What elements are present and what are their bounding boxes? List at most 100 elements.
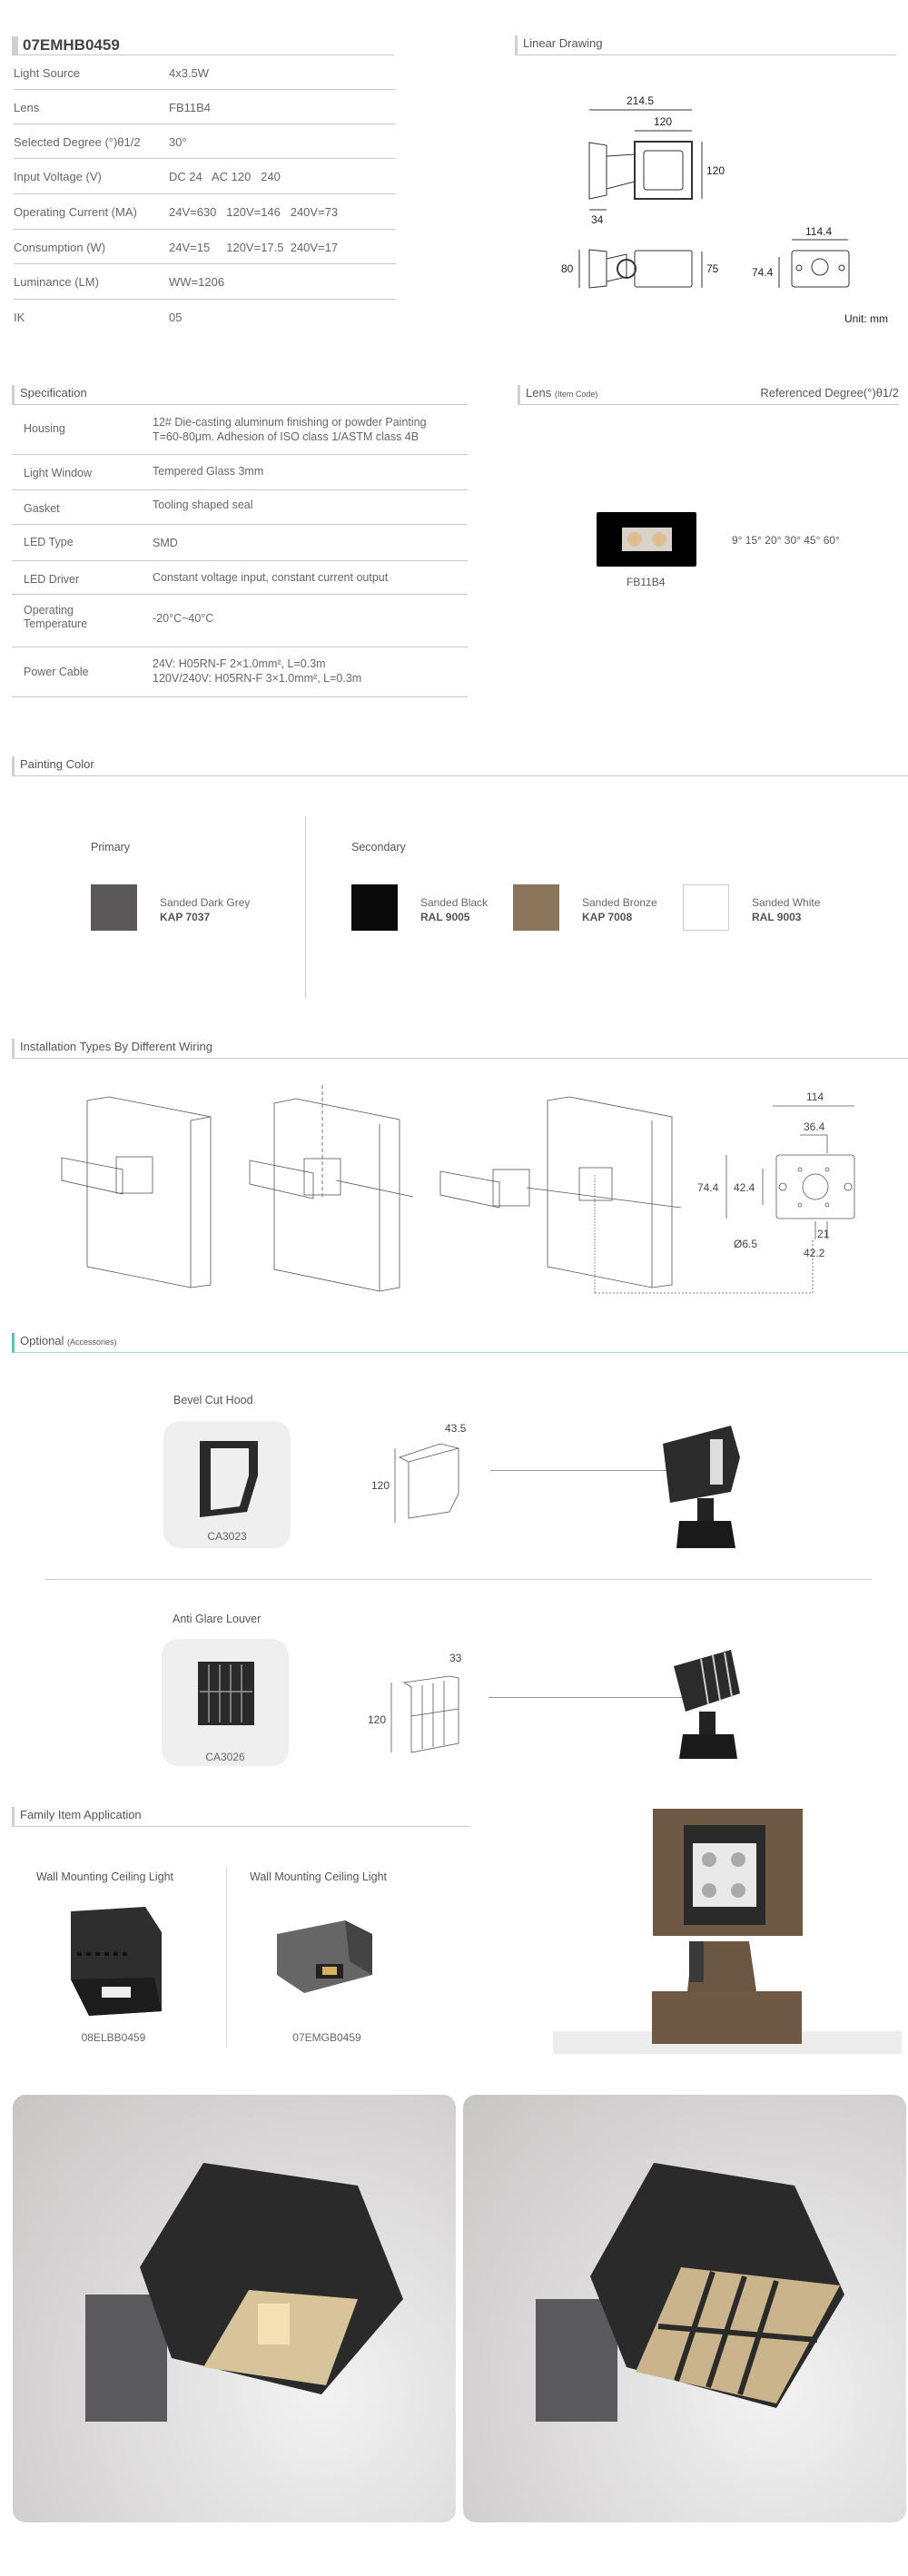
- accessory-card-anti-glare-louver[interactable]: CA3026: [162, 1639, 289, 1766]
- painting-color-header: Painting Color: [12, 756, 908, 776]
- dim-base-height: 80: [561, 262, 574, 275]
- family-item-image-08ELBB0459[interactable]: [64, 1907, 163, 2018]
- row-value: FB11B4: [169, 101, 212, 114]
- dim-hole: Ø6.5: [734, 1238, 757, 1250]
- row-label: Selected Degree (°)θ1/2: [14, 135, 141, 149]
- row-label: LED Driver: [24, 573, 80, 586]
- row-label: LED Type: [24, 536, 74, 548]
- product-title-bar: [12, 36, 18, 54]
- accessory-pointer-line: [490, 1470, 704, 1471]
- dim-height: 120: [368, 1713, 386, 1726]
- accessory-card-bevel-cut-hood[interactable]: CA3023: [163, 1421, 291, 1548]
- dim-depth: 33: [449, 1652, 462, 1664]
- row-value: T=60-80μm. Adhesion of ISO class 1/ASTM …: [153, 430, 419, 443]
- lens-header: Lens (Item Code)Referenced Degree(°)θ1/2: [518, 385, 899, 405]
- section-subtitle: (Accessories): [67, 1337, 117, 1347]
- bevel-hood-icon: [200, 1441, 258, 1517]
- row-label: IK: [14, 311, 25, 324]
- accessory-code: CA3023: [207, 1530, 247, 1543]
- family-item-name: Wall Mounting Ceiling Light: [36, 1870, 174, 1883]
- table-row: Housing 12# Die-casting aluminum finishin…: [12, 404, 468, 455]
- section-title: Family Item Application: [20, 1808, 142, 1821]
- row-value: 24V=15 120V=17.5 240V=17: [169, 241, 339, 254]
- louver-icon: [198, 1662, 254, 1725]
- row-value: 24V: H05RN-F 2×1.0mm², L=0.3m: [153, 657, 326, 670]
- louver-dimension-drawing: 33 120: [368, 1652, 462, 1753]
- color-name: Sanded Black: [420, 896, 489, 909]
- dim-body-height: 75: [706, 262, 719, 275]
- dim-depth: 43.5: [445, 1422, 467, 1435]
- dim-total-width: 214.5: [627, 94, 654, 107]
- row-value: -20°C~40°C: [153, 612, 214, 625]
- section-subtitle: (Item Code): [554, 390, 598, 399]
- installation-diagram: 114 36.4 74.4 42.4 Ø6.5 21 42.2: [61, 1085, 855, 1294]
- dim-a: 36.4: [804, 1120, 825, 1133]
- row-label: Light Window: [24, 467, 93, 479]
- color-name: Sanded White: [752, 896, 821, 909]
- accessory-name: Bevel Cut Hood: [173, 1394, 253, 1406]
- product-with-louver: [674, 1650, 740, 1759]
- dim-b: 42.4: [734, 1181, 755, 1194]
- row-value: Tempered Glass 3mm: [153, 465, 264, 478]
- row-value: 24V=630 120V=146 240V=73: [169, 205, 339, 219]
- swatch-white[interactable]: [683, 884, 729, 931]
- secondary-label: Secondary: [351, 841, 406, 854]
- dim-plate-width: 114.4: [805, 225, 832, 238]
- family-item-image-07EMGB0459[interactable]: [272, 1920, 372, 1998]
- accessory-name: Anti Glare Louver: [173, 1613, 262, 1625]
- section-title: Optional: [20, 1334, 64, 1347]
- color-name: Sanded Bronze: [582, 896, 657, 909]
- installation-header: Installation Types By Different Wiring: [12, 1039, 908, 1059]
- family-item-code: 07EMGB0459: [292, 2031, 361, 2044]
- row-value: 120V/240V: H05RN-F 3×1.0mm², L=0.3m: [153, 672, 362, 685]
- title-divider: [12, 54, 394, 55]
- row-label: Lens: [14, 101, 40, 114]
- accessory-code: CA3026: [205, 1751, 245, 1763]
- wall-mount-through: [249, 1085, 414, 1292]
- row-label: Power Cable: [24, 666, 89, 678]
- row-label: Operating Current (MA): [14, 205, 137, 219]
- lens-optic: [622, 528, 672, 551]
- product-image-bronze: [652, 1809, 803, 2044]
- row-label: Housing: [24, 422, 65, 435]
- row-value: 30°: [169, 135, 187, 149]
- accessory-divider: [45, 1579, 872, 1580]
- dim-c: 21: [817, 1228, 830, 1240]
- referenced-degree-header: Referenced Degree(°)θ1/2: [760, 386, 899, 400]
- lens-degrees: 9° 15° 20° 30° 45° 60°: [732, 534, 840, 547]
- swatch-dark-grey[interactable]: [91, 884, 137, 931]
- dim-head-height: 120: [706, 164, 725, 177]
- color-code: RAL 9003: [752, 911, 802, 923]
- row-label: Temperature: [24, 617, 88, 630]
- lifestyle-photo-open: [13, 2095, 456, 2522]
- table-row: Light Window Tempered Glass 3mm: [12, 455, 468, 490]
- row-label: Consumption (W): [14, 241, 106, 254]
- color-code: KAP 7008: [582, 911, 633, 923]
- table-row: Input Voltage (V) DC 24 AC 120 240: [14, 159, 396, 194]
- dim-d: 42.2: [804, 1247, 825, 1259]
- row-value: 12# Die-casting aluminum finishing or po…: [153, 416, 427, 429]
- dim-base-depth: 34: [591, 213, 604, 226]
- product-with-bevel-hood: [663, 1426, 740, 1548]
- swatch-bronze[interactable]: [513, 884, 559, 931]
- row-value: DC 24 AC 120 240: [169, 170, 281, 183]
- table-row: Luminance (LM)WW=1206: [14, 264, 396, 300]
- color-code: KAP 7037: [160, 911, 211, 923]
- primary-label: Primary: [91, 841, 131, 854]
- unit-label: Unit: mm: [844, 312, 888, 325]
- section-title: Painting Color: [20, 757, 94, 771]
- swatch-black[interactable]: [351, 884, 398, 931]
- row-label: Light Source: [14, 66, 80, 80]
- row-label: Luminance (LM): [14, 275, 99, 289]
- row-label: Input Voltage (V): [14, 170, 102, 183]
- dim-height: 120: [371, 1479, 390, 1492]
